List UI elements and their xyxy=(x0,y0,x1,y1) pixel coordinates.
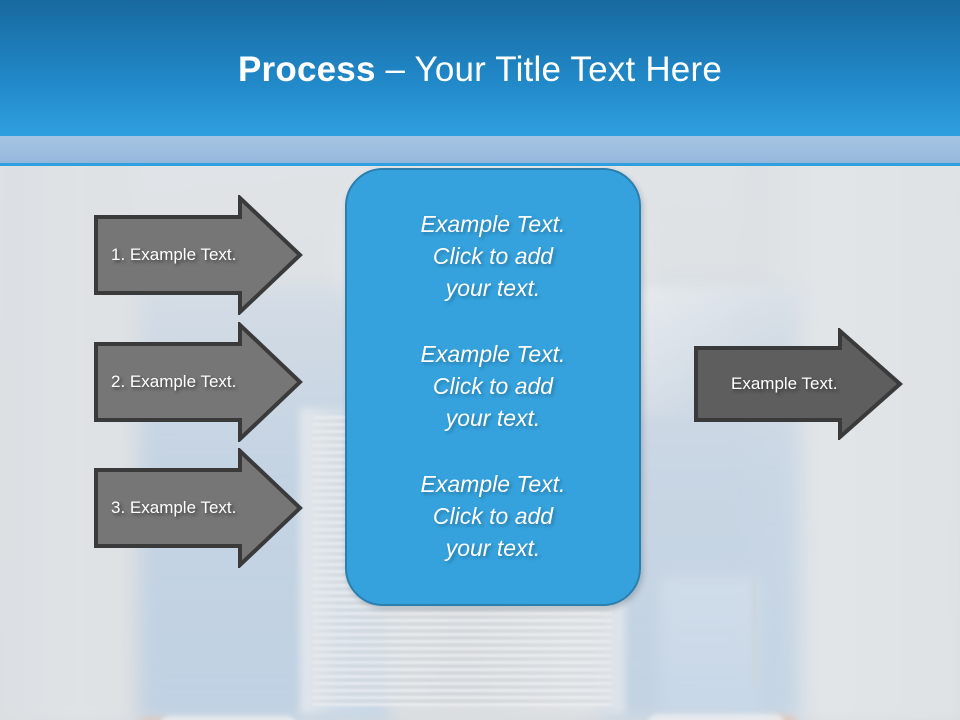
page-title-bold: Process xyxy=(238,50,376,89)
process-arrow-3[interactable]: 3. Example Text. xyxy=(93,448,303,568)
process-arrow-result[interactable]: Example Text. xyxy=(693,328,903,440)
arrow-right-icon xyxy=(694,328,903,440)
process-arrow-2[interactable]: 2. Example Text. xyxy=(93,322,303,442)
slide-header: Process – Your Title Text Here xyxy=(0,0,960,136)
center-text-block-2[interactable]: Example Text. Click to add your text. xyxy=(420,341,566,431)
center-content-panel[interactable]: Example Text. Click to add your text. Ex… xyxy=(345,168,641,606)
center-text-block-3[interactable]: Example Text. Click to add your text. xyxy=(420,471,566,561)
arrow-right-icon xyxy=(94,322,303,442)
header-accent-band xyxy=(0,136,960,163)
page-title-rest: – Your Title Text Here xyxy=(375,50,722,89)
center-text-block-1[interactable]: Example Text. Click to add your text. xyxy=(420,211,566,301)
page-title: Process – Your Title Text Here xyxy=(0,50,960,90)
arrow-right-icon xyxy=(94,195,303,315)
header-accent-rule xyxy=(0,163,960,166)
arrow-right-icon xyxy=(94,448,303,568)
process-arrow-1[interactable]: 1. Example Text. xyxy=(93,195,303,315)
